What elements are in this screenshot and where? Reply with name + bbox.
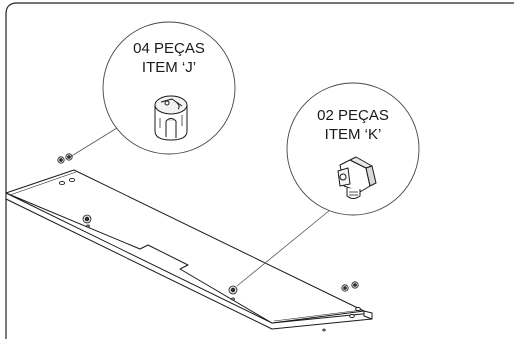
callout-k-line2: ITEM ‘K’ <box>325 126 382 143</box>
leader-line-j <box>69 127 118 158</box>
fitting-k-center <box>228 285 238 295</box>
board-holes <box>58 177 361 332</box>
board-panel <box>5 169 373 330</box>
callout-k-line1: 02 PEÇAS <box>317 107 389 124</box>
fittings <box>57 153 359 295</box>
callout-j-line2: ITEM ‘J’ <box>142 59 196 76</box>
callout-item-j: 04 PEÇAS ITEM ‘J’ <box>102 21 236 155</box>
page-frame <box>5 2 514 339</box>
callout-item-k: 02 PEÇAS ITEM ‘K’ <box>286 82 420 216</box>
fitting-j-pair-right <box>341 281 359 292</box>
callout-circle-k <box>286 82 420 216</box>
callout-circle-j <box>102 21 236 155</box>
cam-lock-icon <box>154 95 188 141</box>
connector-bolt-icon <box>337 156 377 199</box>
fitting-k-left <box>82 214 92 224</box>
callout-j-line1: 04 PEÇAS <box>133 40 205 57</box>
fitting-j-pair-left <box>57 153 73 164</box>
leader-line-k <box>236 209 331 287</box>
